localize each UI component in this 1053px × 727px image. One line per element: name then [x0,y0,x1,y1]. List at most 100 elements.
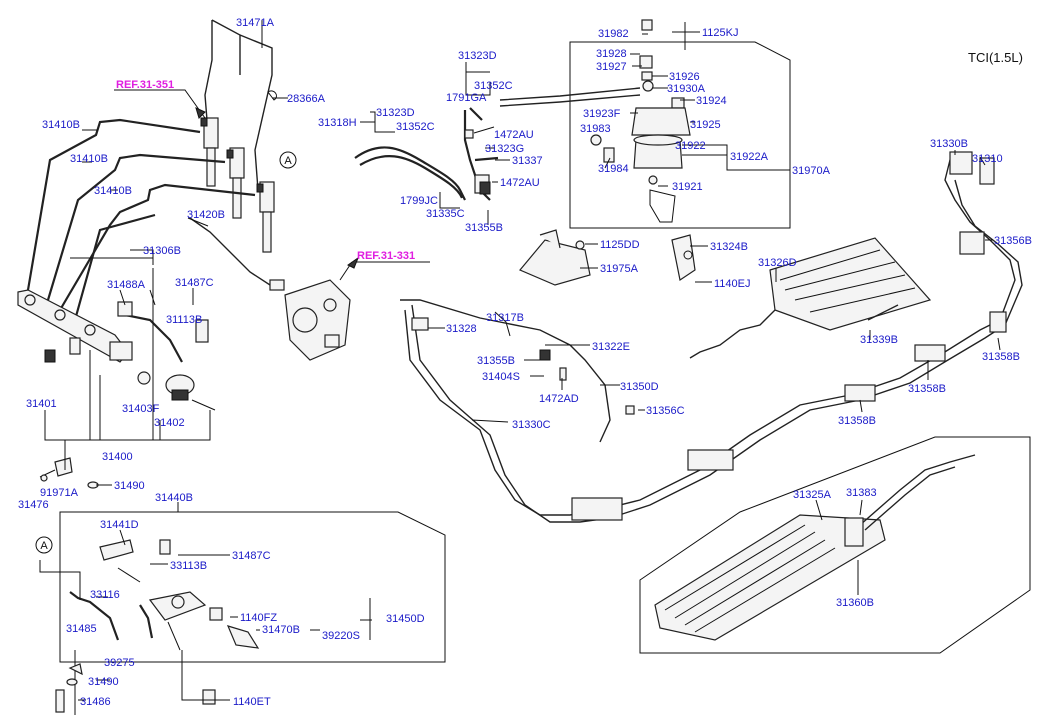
part-label: 1472AU [500,177,540,189]
part-label: 31400 [102,451,133,463]
bracket [54,457,73,477]
part-label: 31471A [236,17,275,29]
part-label: 31352C [396,121,435,133]
part-label: 1125KJ [702,27,739,39]
part-label: 1140ET [233,696,271,708]
part-label: 1799JC [400,195,438,207]
part-label: 31922A [730,151,769,163]
svg-text:A: A [284,155,292,167]
part-label: 31490 [114,480,145,492]
part-label: 31310 [972,153,1003,165]
reference-label[interactable]: REF.31-351 [116,79,174,91]
fuel-lines [400,151,1023,523]
part-label: 31356B [994,235,1032,247]
part-label: 31470B [262,624,300,636]
part-label: 1140FZ [240,612,277,624]
part-label: 31488A [107,279,146,291]
return-hose [124,313,183,363]
bolt [202,689,216,705]
injector-group [200,19,277,253]
part-label: 31352C [474,80,513,92]
left-bottom-inset [59,511,446,663]
part-label: 31326D [758,257,797,269]
part-label: 31360B [836,597,874,609]
high-pressure-pump [284,261,353,361]
part-label: 31358B [908,383,946,395]
fuel-hoses [354,107,499,201]
part-label: 31440B [155,492,193,504]
part-label: 31926 [669,71,700,83]
part-label: 31328 [446,323,477,335]
part-label: 31441D [100,519,139,531]
common-rail [17,289,133,363]
part-label: 31486 [80,696,111,708]
fuel-cooler-plate [689,237,932,359]
bolt [55,689,65,713]
part-label: 31358B [982,351,1020,363]
part-label: 1125DD [600,239,640,251]
part-label: 31324B [710,241,748,253]
part-label: 31927 [596,61,627,73]
part-label: 31318H [318,117,357,129]
part-label: 31410B [42,119,80,131]
filter-bracket [519,229,696,286]
part-label: 31323D [458,50,497,62]
part-labels: 31471A 28366A 31410B 31410B 31410B 31420… [18,17,1032,708]
part-label: 31924 [696,95,727,107]
valve [195,319,209,343]
part-label: 31420B [187,209,225,221]
part-label: 31355B [477,355,515,367]
reference-label[interactable]: REF.31-331 [357,250,415,262]
part-label: 33113B [170,560,207,572]
part-label: 1472AU [494,129,534,141]
part-label: 31922 [675,140,706,152]
hose-to-filter [499,87,641,101]
fuel-cooler [654,454,976,641]
part-label: 31355B [465,222,503,234]
part-label: 1791GA [446,92,487,104]
part-label: 31317B [486,312,524,324]
part-label: 31330B [930,138,968,150]
part-label: 31970A [792,165,831,177]
part-label: 31356C [646,405,685,417]
part-label: 31350D [620,381,659,393]
part-label: 31476 [18,499,49,511]
part-label: 31490 [88,676,119,688]
injector [256,181,275,253]
injector [200,117,219,187]
part-label: 31403F [122,403,160,415]
part-label: 31450D [386,613,425,625]
model-label: TCI(1.5L) [968,50,1023,65]
cooler-inset [639,436,1031,654]
part-label: 31335C [426,208,465,220]
part-label: 31984 [598,163,629,175]
part-label: 31113B [166,314,202,326]
part-label: 39275 [104,657,135,669]
high-pressure-lines [26,118,285,321]
part-label: 31485 [66,623,97,635]
part-label: 31923F [583,108,621,120]
part-label: 31921 [672,181,703,193]
clip [68,663,83,676]
part-label: 31323D [376,107,415,119]
part-label: 31358B [838,415,876,427]
circle-marker-a: A [279,151,297,169]
part-label: 31404S [482,371,520,383]
hose-fitting [117,301,133,317]
part-label: 31925 [690,119,721,131]
part-label: 33116 [90,589,120,601]
part-label: 31323G [485,143,524,155]
inset-parts [69,539,260,651]
part-label: 31306B [143,245,181,257]
part-label: 28366A [287,93,326,105]
part-label: 31928 [596,48,627,60]
part-label: 91971A [40,487,79,499]
part-label: 31410B [70,153,108,165]
part-label: 1472AD [539,393,579,405]
part-label: 31930A [667,83,706,95]
part-label: 31322E [592,341,630,353]
svg-text:A: A [40,540,48,552]
part-label: 31487C [175,277,214,289]
